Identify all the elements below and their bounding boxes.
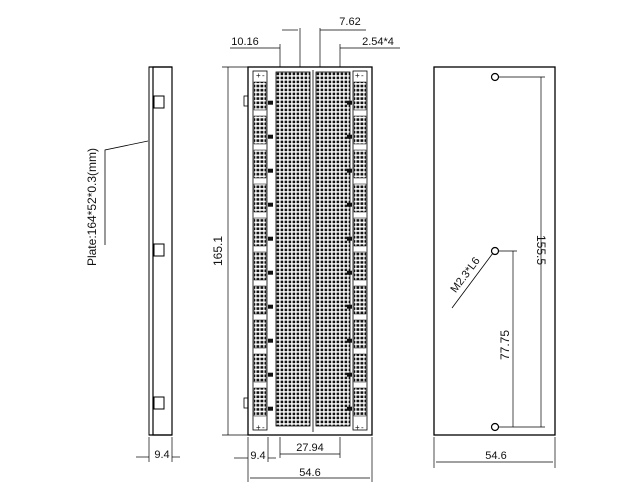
side-tab (347, 236, 352, 241)
board-outline (247, 66, 373, 436)
side-clip-bottom (153, 396, 165, 410)
rail-hole-group (353, 353, 367, 383)
rail-hole-group (353, 183, 367, 213)
back-view: 155.5 77.75 M2.3*L6 54.6 (433, 66, 556, 468)
left-tabs (268, 100, 273, 411)
side-tab (268, 338, 273, 343)
top-left-label: 10.16 (231, 36, 259, 48)
rail-hole-group (253, 149, 267, 179)
rail-plus-top-right: + (355, 71, 360, 80)
mount-hole-mid (490, 246, 500, 256)
side-tab (347, 134, 352, 139)
side-clip-top (153, 95, 165, 109)
side-tab (347, 202, 352, 207)
rail-minus-top-right: - (361, 71, 364, 80)
side-tab (268, 100, 273, 105)
side-tab (268, 372, 273, 377)
side-tab (268, 168, 273, 173)
rail-hole-group (253, 285, 267, 315)
rail-hole-group (253, 183, 267, 213)
side-tab (268, 236, 273, 241)
plate-label: Plate:164*52*0.3(mm) (85, 148, 99, 266)
rail-hole-group (253, 251, 267, 281)
front-view: + - + - + - + - 7.62 10.16 2.54*4 165.1 (211, 16, 400, 482)
plate-leader (104, 140, 149, 245)
rail-plus-bottom-right: + (355, 423, 360, 432)
side-view: Plate:164*52*0.3(mm) 9.4 (85, 66, 180, 462)
rail-minus-top-left: - (262, 71, 265, 80)
side-tab (268, 304, 273, 309)
back-plate (433, 66, 556, 436)
side-width-label: 9.4 (154, 449, 169, 461)
rail-hole-group (253, 115, 267, 145)
hole-leader (451, 252, 494, 309)
rail-plus-top-left: + (256, 71, 261, 80)
side-clip-mid (153, 243, 165, 257)
rail-hole-group (353, 149, 367, 179)
rail-minus-bottom-left: - (262, 423, 265, 432)
right-tabs (347, 100, 352, 411)
rail-minus-bottom-right: - (361, 423, 364, 432)
height-label: 165.1 (211, 236, 225, 266)
rail-hole-group (253, 387, 267, 417)
side-tab (347, 168, 352, 173)
bottom-center-label: 27.94 (296, 442, 324, 454)
side-tab (268, 270, 273, 275)
rail-hole-group (353, 81, 367, 111)
mount-hole-top (490, 72, 500, 82)
total-height-label: 155.5 (534, 235, 548, 265)
rail-hole-group (353, 217, 367, 247)
rail-plus-bottom-left: + (256, 423, 261, 432)
rail-hole-group (253, 353, 267, 383)
rail-hole-group (353, 319, 367, 349)
rail-hole-group (253, 319, 267, 349)
rail-hole-group (353, 115, 367, 145)
mount-hole-bottom (490, 422, 500, 432)
rail-hole-group (353, 285, 367, 315)
half-height-label: 77.75 (498, 330, 512, 360)
rail-hole-group (353, 387, 367, 417)
side-tab (347, 270, 352, 275)
side-tab (268, 134, 273, 139)
terminal-strip-right (315, 71, 351, 427)
bottom-width-label: 54.6 (299, 467, 320, 479)
side-tab (347, 304, 352, 309)
terminal-strip-left (275, 71, 311, 427)
left-power-rail (253, 81, 267, 417)
right-power-rail (353, 81, 367, 417)
top-pitch-label: 7.62 (339, 16, 360, 28)
rail-hole-group (253, 81, 267, 111)
side-tab (347, 372, 352, 377)
side-plate (148, 66, 154, 436)
bottom-left-label: 9.4 (250, 450, 265, 462)
side-tab (347, 406, 352, 411)
rail-hole-group (353, 251, 367, 281)
side-tab (347, 100, 352, 105)
side-tab (268, 406, 273, 411)
side-tab (268, 202, 273, 207)
top-right-label: 2.54*4 (362, 36, 394, 48)
rail-hole-group (253, 217, 267, 247)
back-width-label: 54.6 (485, 450, 506, 462)
side-tab (347, 338, 352, 343)
